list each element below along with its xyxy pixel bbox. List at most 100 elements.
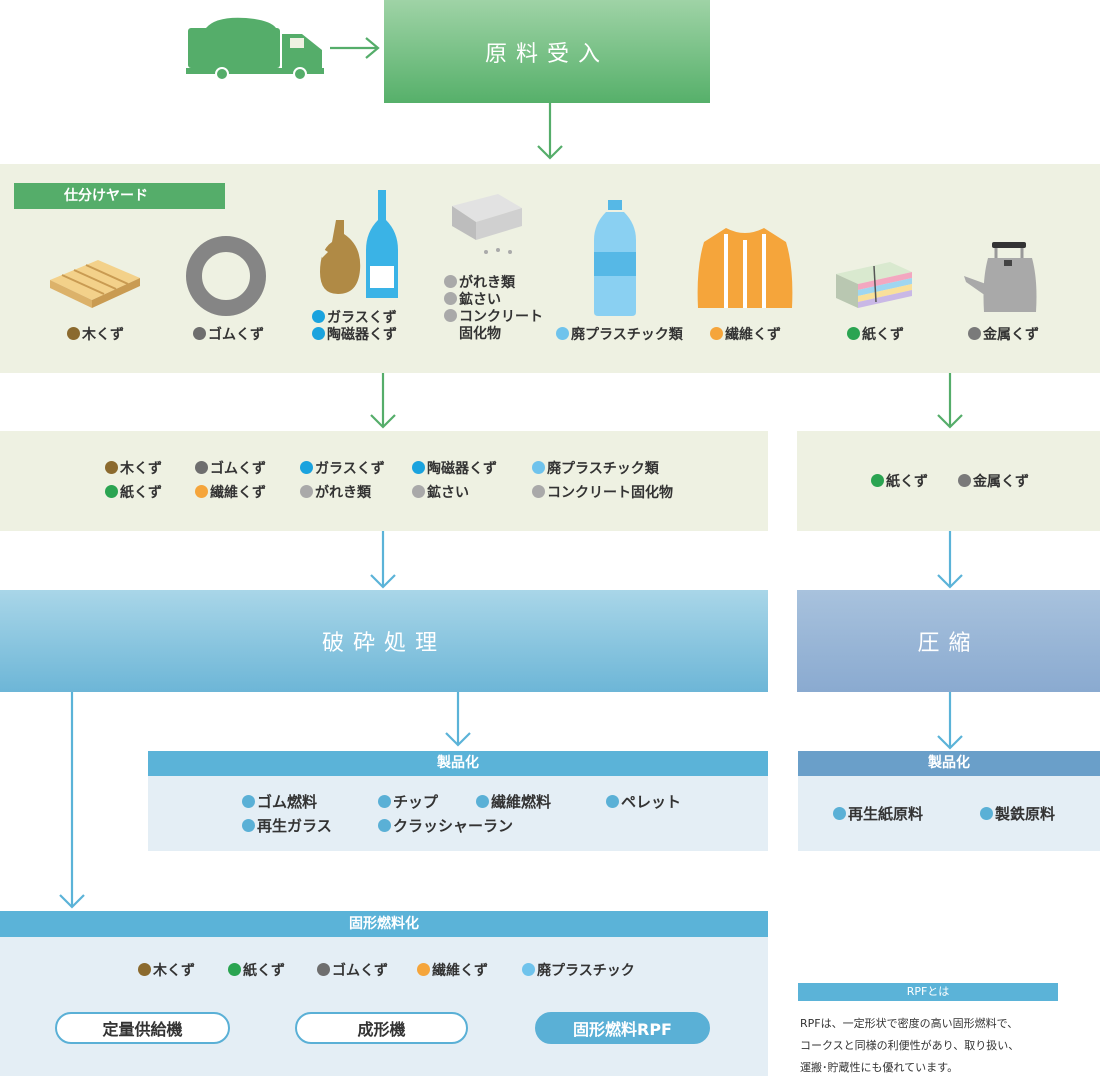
label-text: ペレット — [621, 793, 682, 811]
arrow-truck-to-intake — [330, 37, 380, 59]
sorted-item: 紙くず — [105, 485, 162, 502]
color-dot-icon — [847, 327, 860, 340]
intake-title: 原料受入 — [484, 41, 609, 67]
label-text: 金属くず — [973, 474, 1029, 490]
sorted-item: ガラスくず — [300, 461, 385, 478]
concrete-block-icon — [452, 194, 522, 254]
color-dot-icon — [378, 819, 391, 832]
color-dot-icon — [444, 275, 457, 288]
fuel-material: ゴムくず — [317, 963, 388, 980]
color-dot-icon — [606, 795, 619, 808]
product-right-panel — [798, 776, 1100, 851]
label-text: チップ — [393, 793, 439, 811]
solid-fuel-bar: 固形燃料化 — [0, 911, 768, 937]
color-dot-icon — [193, 327, 206, 340]
arrow-compress-to-product — [937, 692, 963, 750]
sorted-item: 金属くず — [958, 474, 1029, 491]
label-text: 紙くず — [120, 485, 162, 501]
label-text: 陶磁器くず — [327, 327, 397, 343]
rpf-note-title: RPFとは — [798, 983, 1058, 1001]
color-dot-icon — [138, 963, 151, 976]
label-text: 廃プラスチック類 — [547, 461, 659, 477]
sorted-item: 紙くず — [871, 474, 928, 491]
yard-item-label: がれき類 — [444, 275, 515, 292]
label-text: ゴム燃料 — [257, 793, 318, 811]
arrow-crush-to-product — [445, 692, 471, 747]
label-text: コンクリート — [459, 309, 543, 325]
tire-icon — [186, 236, 266, 316]
color-dot-icon — [242, 819, 255, 832]
rpf-note-line: コークスと同様の利便性があり、取り扱い、 — [800, 1039, 1020, 1052]
label-text: がれき類 — [315, 485, 371, 501]
label-text: 陶磁器くず — [427, 461, 497, 477]
label-text: 鉱さい — [427, 485, 469, 501]
yard-item-label: 固化物 — [444, 326, 501, 343]
label-text: 紙くず — [886, 474, 928, 490]
color-dot-icon — [871, 474, 884, 487]
color-dot-icon — [242, 795, 255, 808]
product-left-bar: 製品化 — [148, 751, 768, 776]
compression-process-box: 圧縮 — [797, 590, 1100, 692]
color-dot-icon — [300, 461, 313, 474]
label-text: 再生紙原料 — [848, 805, 924, 823]
color-dot-icon — [444, 292, 457, 305]
label-text: 紙くず — [243, 963, 285, 979]
color-dot-icon — [710, 327, 723, 340]
rpf-note-line: 運搬･貯蔵性にも優れています。 — [800, 1061, 959, 1074]
sorted-item: 陶磁器くず — [412, 461, 497, 478]
rpf-note-line: RPFは、一定形状で密度の高い固形燃料で、 — [800, 1017, 1019, 1030]
product-item: 繊維燃料 — [476, 794, 551, 811]
label-text: 製鉄原料 — [995, 805, 1056, 823]
yard-item-label: 鉱さい — [444, 292, 501, 309]
color-dot-icon — [417, 963, 430, 976]
label-text: 廃プラスチック類 — [571, 327, 683, 343]
arrow-crush-to-solid-fuel — [59, 692, 85, 909]
pet-bottle-icon — [594, 200, 636, 316]
rpf-note-text: RPFは、一定形状で密度の高い固形燃料で、 コークスと同様の利便性があり、取り扱… — [800, 1013, 1090, 1079]
color-dot-icon — [105, 485, 118, 498]
sorted-item: 木くず — [105, 461, 162, 478]
product-left-panel — [148, 776, 768, 851]
sorted-item: コンクリート固化物 — [532, 485, 673, 502]
label-text: 再生ガラス — [257, 817, 332, 835]
color-dot-icon — [317, 963, 330, 976]
label-text: ガラスくず — [315, 461, 385, 477]
yard-item-label: 繊維くず — [710, 327, 781, 344]
product-item: ペレット — [606, 794, 681, 811]
label-text: ゴムくず — [208, 327, 264, 343]
sorted-materials-right — [797, 431, 1100, 531]
color-dot-icon — [980, 807, 993, 820]
label-text: クラッシャーラン — [393, 817, 514, 835]
sorted-item: 鉱さい — [412, 485, 469, 502]
molding-machine: 成形機 — [295, 1012, 468, 1044]
color-dot-icon — [67, 327, 80, 340]
label-text: 繊維くず — [432, 963, 488, 979]
color-dot-icon — [228, 963, 241, 976]
intake-box: 原料受入 — [384, 0, 710, 103]
feeder-machine: 定量供給機 — [55, 1012, 230, 1044]
pallet-icon — [50, 260, 140, 308]
color-dot-icon — [300, 485, 313, 498]
color-dot-icon — [412, 485, 425, 498]
arrow-sort-to-compress — [937, 531, 963, 589]
yard-item-label: 廃プラスチック類 — [556, 327, 683, 344]
label-text: 木くず — [82, 327, 124, 343]
fuel-material: 木くず — [138, 963, 195, 980]
fuel-material: 紙くず — [228, 963, 285, 980]
jacket-icon — [697, 228, 793, 308]
arrow-yard-to-sort-left — [370, 373, 396, 429]
color-dot-icon — [833, 807, 846, 820]
yard-item-label: 木くず — [67, 327, 124, 344]
fuel-material: 繊維くず — [417, 963, 488, 980]
color-dot-icon — [968, 327, 981, 340]
color-dot-icon — [444, 309, 457, 322]
truck-icon — [186, 17, 324, 81]
color-dot-icon — [378, 795, 391, 808]
product-item: チップ — [378, 794, 438, 811]
label-text: がれき類 — [459, 275, 515, 291]
label-text: ガラスくず — [327, 310, 397, 326]
arrow-intake-to-yard — [537, 103, 563, 160]
label-text: コンクリート固化物 — [547, 485, 673, 501]
sorted-item: 繊維くず — [195, 485, 266, 502]
color-dot-icon — [105, 461, 118, 474]
